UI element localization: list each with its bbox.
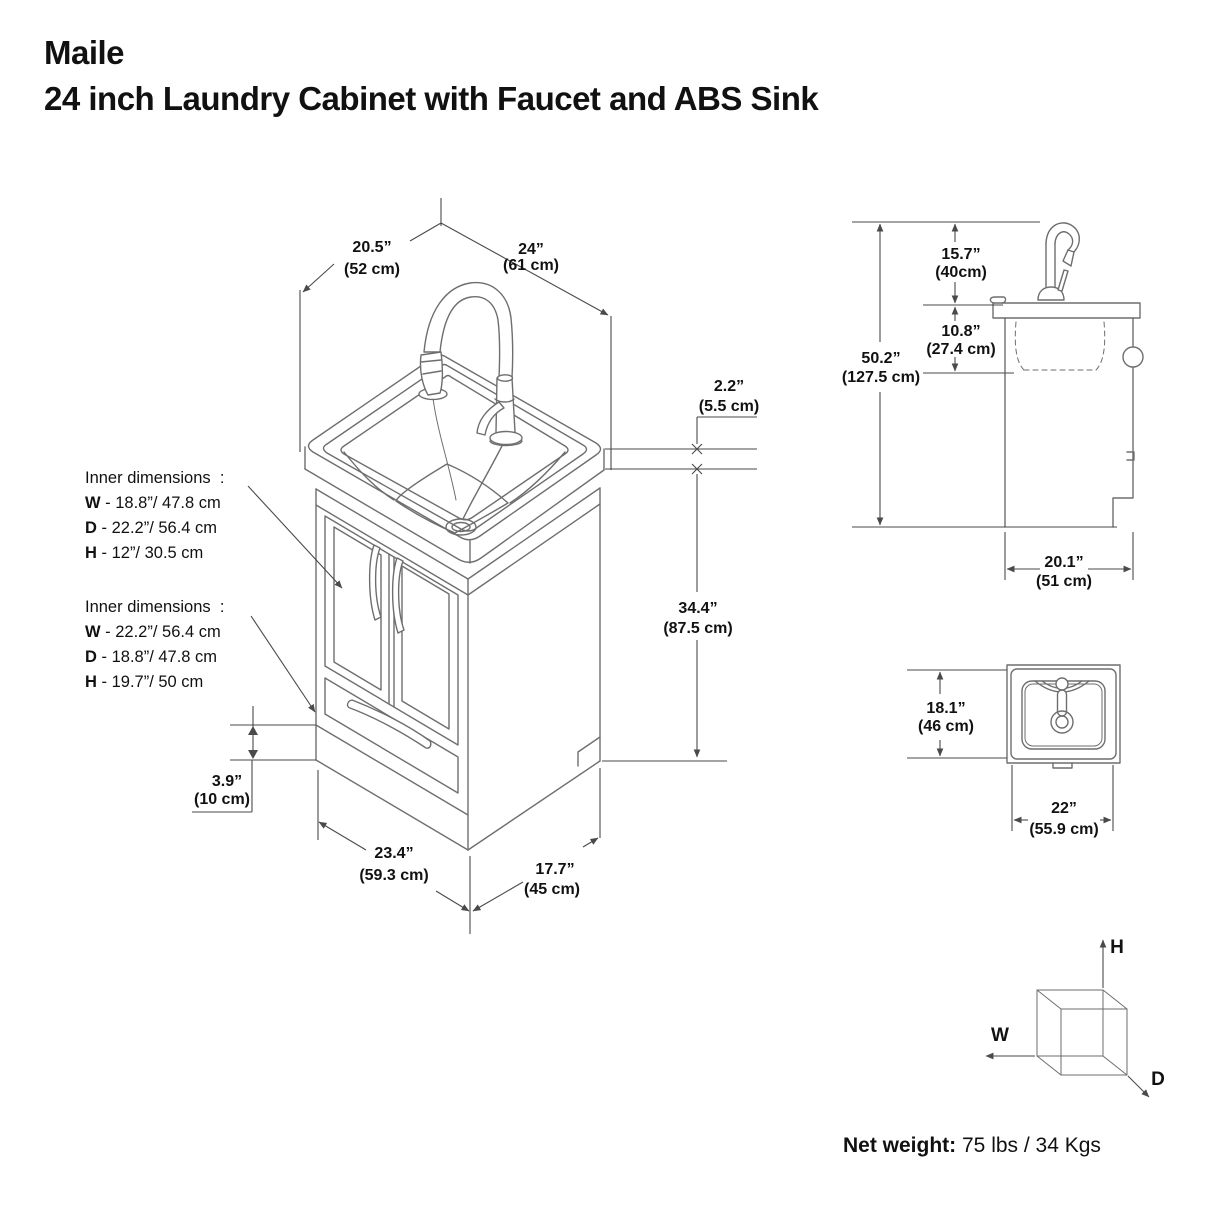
drawer-handle [346, 699, 432, 749]
dim-cabinet-height-cm: (87.5 cm) [663, 620, 732, 637]
inner-cabinet-w: W - 22.2”/ 56.4 cm [85, 623, 221, 641]
axis-d-arrow [1127, 1075, 1150, 1098]
leader-sink-interior [247, 485, 343, 589]
side-profile [989, 296, 1144, 528]
top-dim-width-cm: (55.9 cm) [1029, 821, 1098, 838]
drain-outlet [1122, 346, 1144, 368]
inner-sink-heading: Inner dimensions : [85, 469, 224, 487]
dim-front-width-in: 23.4” [374, 845, 413, 862]
dim-rim-thickness-cm: (5.5 cm) [699, 398, 759, 415]
drain [445, 518, 477, 536]
dim-rim-thickness-in: 2.2” [714, 378, 744, 395]
inner-cabinet-h: H - 19.7”/ 50 cm [85, 673, 203, 691]
dim-toe-kick-cm: (10 cm) [194, 791, 250, 808]
side-dim-total-height-cm: (127.5 cm) [842, 369, 920, 386]
side-dim-depth-in: 20.1” [1044, 554, 1083, 571]
product-name: Maile [44, 34, 124, 71]
side-dim-sink-depth-cm: (27.4 cm) [926, 341, 995, 358]
cabinet-drawer [324, 677, 459, 794]
dim-depth-top-cm: (52 cm) [344, 261, 400, 278]
side-spray-head [1062, 249, 1075, 267]
inner-sink-w: W - 18.8”/ 47.8 cm [85, 494, 221, 512]
inner-cabinet-heading: Inner dimensions : [85, 598, 224, 616]
top-drain [1050, 710, 1074, 734]
top-dim-depth-in: 18.1” [926, 700, 965, 717]
faucet-lever [476, 401, 505, 436]
axis-w-label: W [991, 1025, 1009, 1046]
toe-kick-notch [577, 736, 601, 767]
spray-head [419, 351, 444, 396]
top-dim-width-in: 22” [1051, 800, 1077, 817]
main-isometric-view [304, 281, 605, 851]
side-dim-faucet-height-in: 15.7” [941, 246, 980, 263]
side-dim-total-height-in: 50.2” [861, 350, 900, 367]
side-dim-sink-depth-in: 10.8” [941, 323, 980, 340]
dim-cabinet-height-in: 34.4” [678, 600, 717, 617]
top-dim-depth-cm: (46 cm) [918, 718, 974, 735]
inner-dimensions-sink: Inner dimensions : W - 18.8”/ 47.8 cm D … [85, 469, 224, 562]
main-view-dimensions [192, 198, 757, 934]
inner-sink-h: H - 12”/ 30.5 cm [85, 544, 203, 562]
labels: Maile 24 inch Laundry Cabinet with Fauce… [44, 34, 1165, 1157]
left-door-handle [368, 544, 382, 621]
cabinet-doors [324, 515, 459, 746]
dim-side-depth-cm: (45 cm) [524, 881, 580, 898]
top-view-dimensions [907, 669, 1114, 831]
faucet-base [489, 430, 523, 446]
side-faucet [1037, 222, 1080, 301]
side-view [989, 222, 1144, 528]
dim-depth-top-in: 20.5” [352, 239, 391, 256]
side-view-dimensions [852, 221, 1134, 580]
faucet [418, 281, 523, 447]
inner-cabinet-d: D - 18.8”/ 47.8 cm [85, 648, 217, 666]
side-sink-tub-hidden [1014, 321, 1106, 371]
dim-toe-kick-in: 3.9” [212, 773, 242, 790]
top-view [1006, 664, 1121, 769]
right-door-handle [391, 557, 405, 634]
net-weight: Net weight: 75 lbs / 34 Kgs [843, 1134, 1101, 1157]
dim-width-top-cm: (61 cm) [503, 257, 559, 274]
axis-cube [985, 939, 1150, 1098]
sink-basin [343, 397, 566, 536]
leader-cabinet-interior [250, 615, 316, 713]
top-faucet-hole [1055, 677, 1069, 691]
side-dim-depth-cm: (51 cm) [1036, 573, 1092, 590]
axis-d-label: D [1151, 1069, 1165, 1090]
dim-width-top-in: 24” [518, 241, 544, 258]
dim-side-depth-in: 17.7” [535, 861, 574, 878]
axis-h-label: H [1110, 937, 1124, 958]
page-title: 24 inch Laundry Cabinet with Faucet and … [44, 80, 819, 117]
side-dim-faucet-height-cm: (40cm) [935, 264, 987, 281]
spray-hose [432, 397, 457, 501]
dim-front-width-cm: (59.3 cm) [359, 867, 428, 884]
cabinet-box [315, 487, 601, 851]
inner-sink-d: D - 22.2”/ 56.4 cm [85, 519, 217, 537]
inner-dimensions-cabinet: Inner dimensions : W - 22.2”/ 56.4 cm D … [85, 598, 224, 691]
